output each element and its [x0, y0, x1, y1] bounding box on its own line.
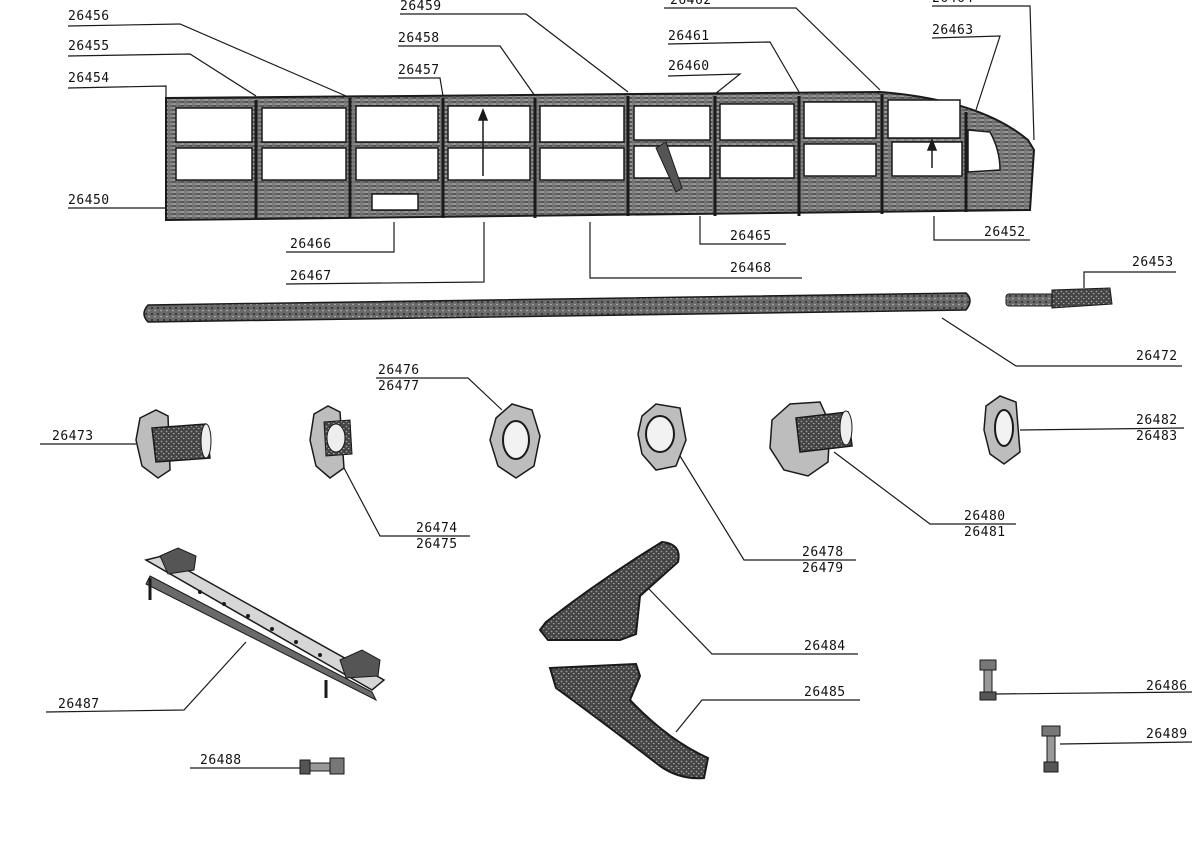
part-label-26483: 26483	[1136, 429, 1178, 444]
part-label-26465: 26465	[730, 229, 772, 244]
part-label-26454: 26454	[68, 71, 110, 86]
part-label-26473: 26473	[52, 429, 94, 444]
side-frame-assembly	[165, 90, 1036, 222]
part-label-26453: 26453	[1132, 255, 1174, 270]
part-label-26474: 26474	[416, 521, 458, 536]
part-label-26455: 26455	[68, 39, 110, 54]
housing-26478	[637, 403, 687, 471]
part-label-26461: 26461	[668, 29, 710, 44]
bolt-26488	[299, 757, 345, 775]
housing-26474	[309, 405, 353, 479]
part-label-26486: 26486	[1146, 679, 1188, 694]
part-label-26450: 26450	[68, 193, 110, 208]
bracket-26484	[538, 540, 680, 641]
part-label-26476: 26476	[378, 363, 420, 378]
part-label-26468: 26468	[730, 261, 772, 276]
part-label-26462: 26462	[670, 0, 712, 8]
part-label-26477: 26477	[378, 379, 420, 394]
part-label-26478: 26478	[802, 545, 844, 560]
housing-26476	[489, 403, 541, 479]
part-label-26466: 26466	[290, 237, 332, 252]
long-tube-part	[143, 292, 971, 323]
part-label-26484: 26484	[804, 639, 846, 654]
housing-26480	[769, 401, 853, 477]
part-label-26456: 26456	[68, 9, 110, 24]
part-label-26489: 26489	[1146, 727, 1188, 742]
part-label-26480: 26480	[964, 509, 1006, 524]
part-label-26487: 26487	[58, 697, 100, 712]
leader-lines	[40, 5, 1193, 769]
part-label-26481: 26481	[964, 525, 1006, 540]
part-label-26482: 26482	[1136, 413, 1178, 428]
part-label-26459: 26459	[400, 0, 442, 14]
frame-posts	[254, 94, 968, 218]
frame-window-openings	[175, 99, 1001, 181]
part-label-26464: 26464	[932, 0, 974, 6]
frame-bracket	[655, 141, 683, 193]
part-label-26458: 26458	[398, 31, 440, 46]
bolt-26486	[979, 659, 997, 701]
bracket-26485	[548, 662, 710, 780]
part-label-26463: 26463	[932, 23, 974, 38]
part-label-26467: 26467	[290, 269, 332, 284]
part-label-26488: 26488	[200, 753, 242, 768]
part-label-26485: 26485	[804, 685, 846, 700]
part-label-26475: 26475	[416, 537, 458, 552]
part-label-26460: 26460	[668, 59, 710, 74]
part-label-26472: 26472	[1136, 349, 1178, 364]
housing-26482	[983, 395, 1021, 465]
part-label-26457: 26457	[398, 63, 440, 78]
slotted-rail-part	[144, 547, 386, 702]
part-label-26452: 26452	[984, 225, 1026, 240]
bolt-26489	[1041, 725, 1061, 773]
part-label-26479: 26479	[802, 561, 844, 576]
small-rod-part	[1005, 287, 1113, 309]
frame-slot	[371, 193, 419, 211]
housing-26473	[135, 409, 212, 479]
frame-arrows	[477, 107, 938, 176]
